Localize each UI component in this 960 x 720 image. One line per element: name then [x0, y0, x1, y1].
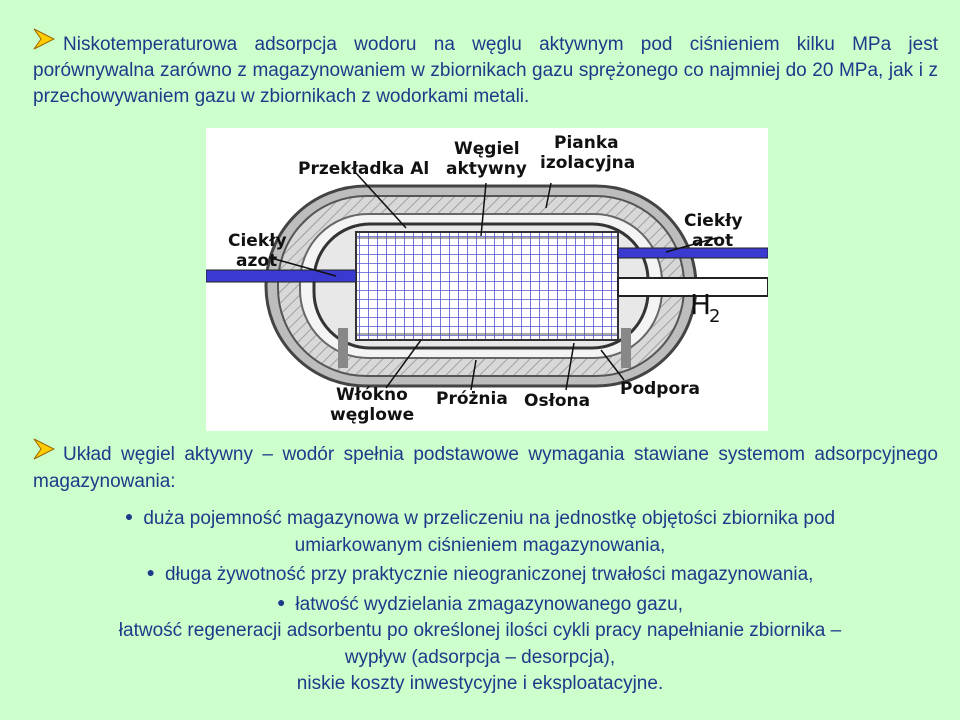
- requirements-list: ●duża pojemność magazynowa w przeliczeni…: [20, 503, 940, 698]
- label-azot-left-1: Ciekły: [228, 231, 287, 251]
- arrow-bullet-icon: [33, 438, 63, 468]
- label-azot-left-2: azot: [236, 251, 277, 271]
- activated-carbon-core: [355, 231, 619, 341]
- list-item: ●duża pojemność magazynowa w przeliczeni…: [20, 503, 940, 533]
- label-oslona: Osłona: [524, 391, 590, 411]
- intro-text: Niskotemperaturowa adsorpcja wodoru na w…: [33, 34, 938, 107]
- label-h2: H: [690, 288, 711, 321]
- list-item: ●łatwość wydzielania zmagazynowanego gaz…: [20, 589, 940, 619]
- bullet-dot-icon: ●: [124, 508, 134, 524]
- support-left: [338, 328, 348, 368]
- support-right: [621, 328, 631, 368]
- label-wlokno-2: węglowe: [330, 405, 414, 425]
- list-item: łatwość regeneracji adsorbentu po określ…: [118, 620, 842, 641]
- tank-diagram: Przekładka Al Węgiel aktywny Pianka izol…: [205, 128, 769, 431]
- label-wlokno-1: Włókno: [336, 385, 408, 405]
- bullet-dot-icon: ●: [146, 564, 156, 580]
- list-item: niskie koszty inwestycyjne i eksploatacy…: [296, 673, 664, 694]
- list-item: umiarkowanym ciśnieniem magazynowania,: [294, 534, 666, 556]
- label-wegiel-1: Węgiel: [454, 139, 520, 159]
- label-podpora: Podpora: [620, 379, 700, 399]
- nitrogen-pipe-left: [205, 269, 357, 283]
- requirements-intro: Układ węgiel aktywny – wodór spełnia pod…: [33, 438, 938, 495]
- bullet-dot-icon: ●: [276, 593, 286, 610]
- label-przekladka: Przekładka Al: [298, 159, 429, 179]
- list-item: wypływ (adsorpcja – desorpcja),: [344, 646, 616, 668]
- arrow-bullet-icon: [33, 28, 63, 58]
- intro-paragraph: Niskotemperaturowa adsorpcja wodoru na w…: [33, 28, 938, 110]
- label-proznia: Próżnia: [436, 389, 508, 409]
- label-pianka-1: Pianka: [554, 133, 619, 153]
- label-azot-right-1: Ciekły: [684, 211, 743, 231]
- requirements-intro-text: Układ węgiel aktywny – wodór spełnia pod…: [33, 444, 938, 492]
- label-wegiel-2: aktywny: [446, 159, 527, 179]
- list-item: ●długa żywotność przy praktycznie nieogr…: [20, 559, 940, 589]
- label-pianka-2: izolacyjna: [540, 153, 635, 173]
- label-azot-right-2: azot: [692, 231, 733, 251]
- label-h2-sub: 2: [709, 306, 720, 327]
